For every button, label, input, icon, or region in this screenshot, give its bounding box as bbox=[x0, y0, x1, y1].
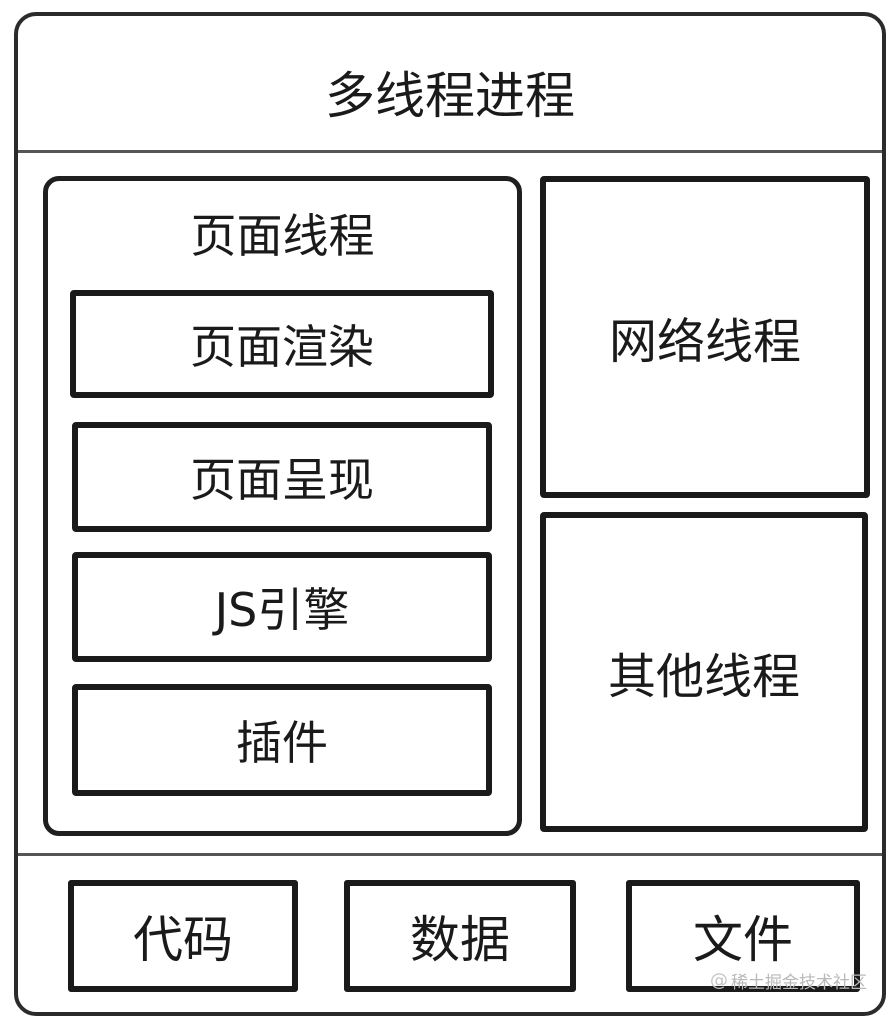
js-engine-box: JS引擎 bbox=[72, 552, 492, 662]
file-box: 文件 bbox=[626, 880, 860, 992]
plugin-box: 插件 bbox=[72, 684, 492, 796]
code-box: 代码 bbox=[68, 880, 298, 992]
watermark-text: 稀土掘金技术社区 bbox=[731, 973, 867, 993]
page-thread-title: 页面线程 bbox=[190, 209, 375, 263]
at-sign-icon: @ bbox=[710, 970, 728, 991]
footer-divider bbox=[18, 853, 882, 856]
page-render-box: 页面渲染 bbox=[70, 290, 494, 398]
network-thread-box: 网络线程 bbox=[540, 176, 870, 498]
data-box: 数据 bbox=[344, 880, 576, 992]
header-divider bbox=[18, 150, 882, 153]
other-thread-box: 其他线程 bbox=[540, 512, 868, 832]
watermark: @ 稀土掘金技术社区 bbox=[710, 968, 867, 993]
process-title: 多线程进程 bbox=[325, 67, 575, 125]
page-present-box: 页面呈现 bbox=[72, 422, 492, 532]
